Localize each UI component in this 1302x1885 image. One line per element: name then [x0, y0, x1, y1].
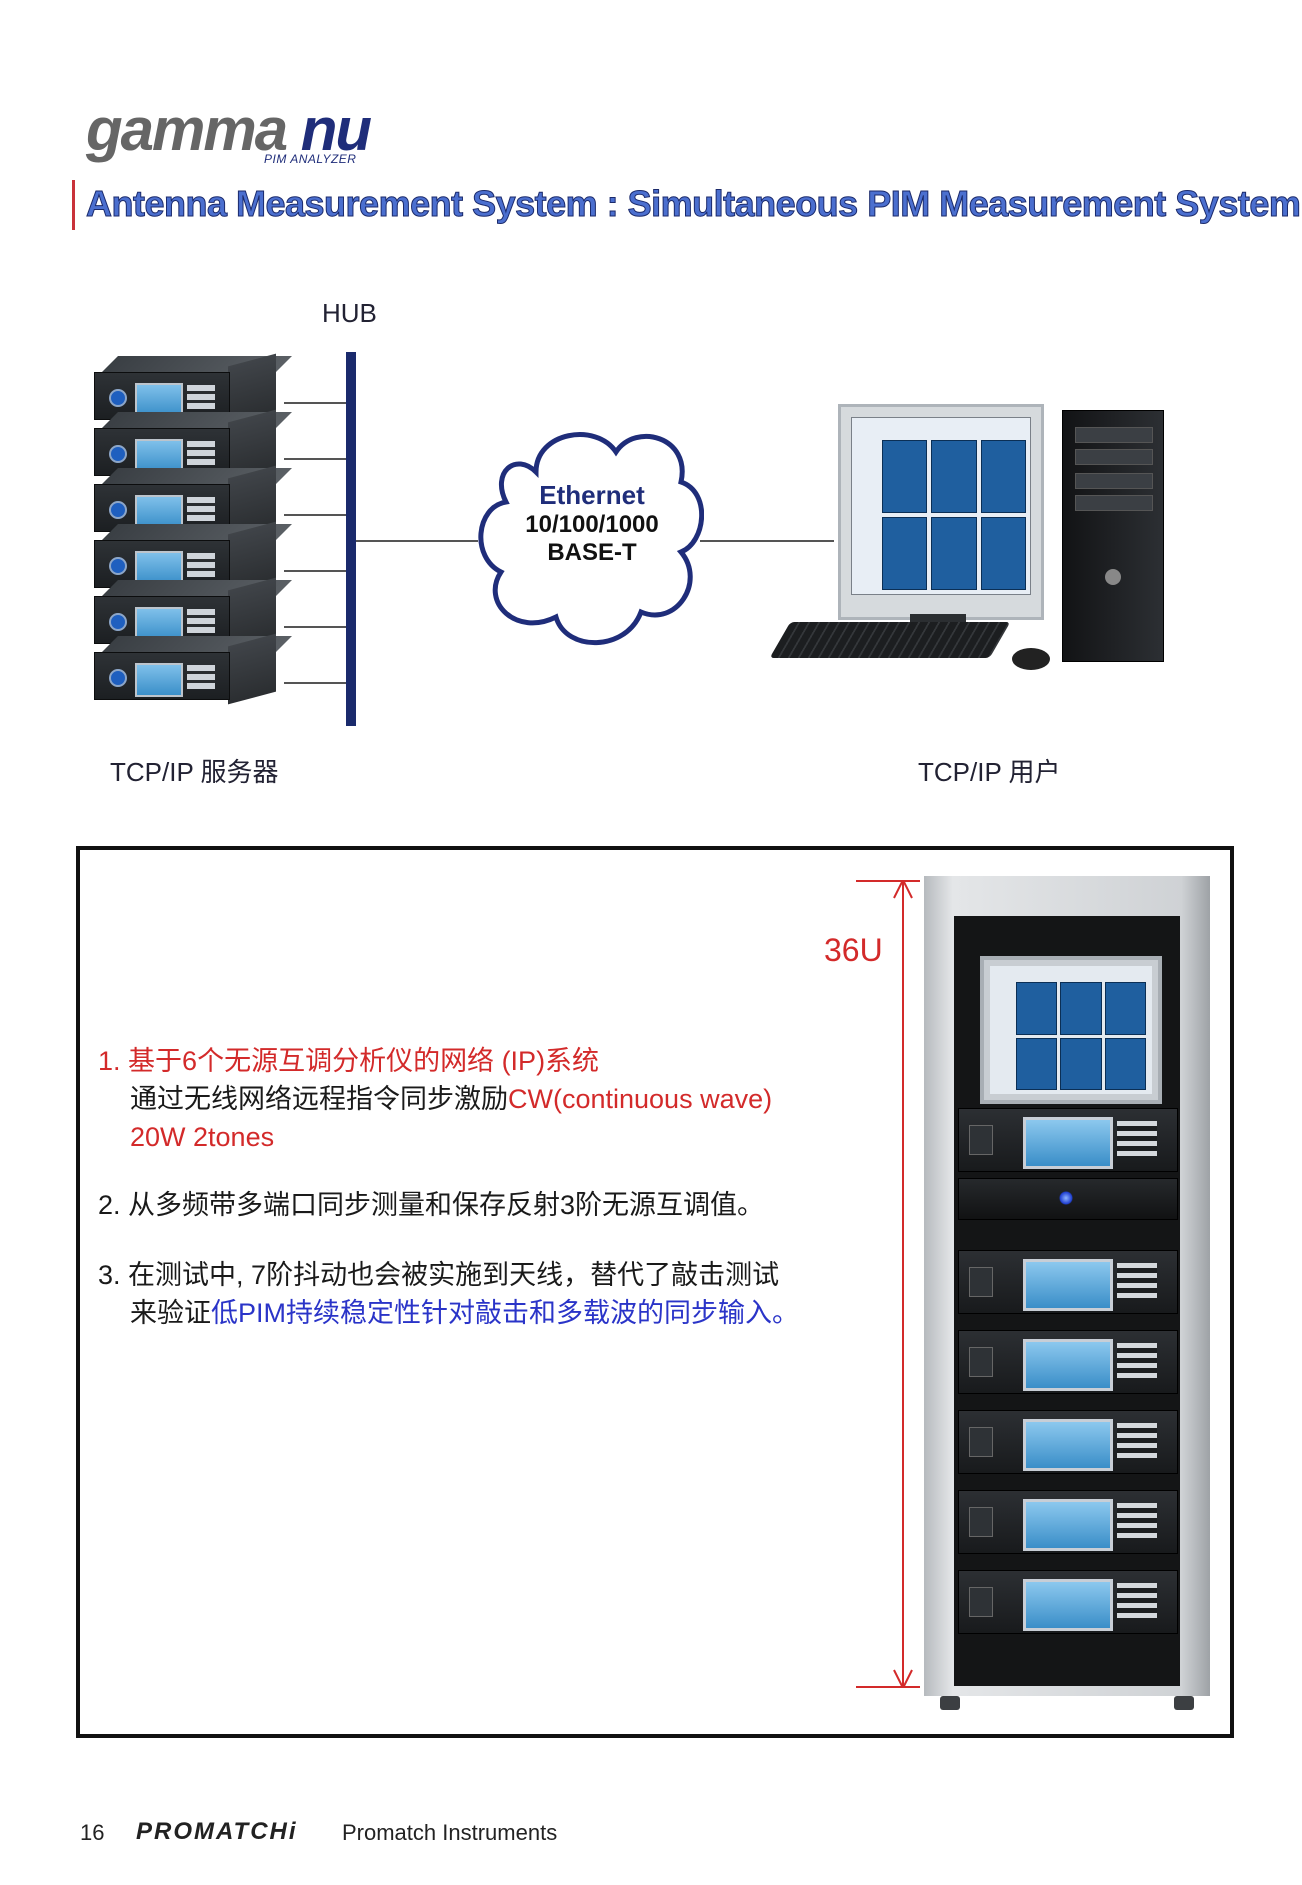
server-link — [284, 458, 346, 460]
mouse — [1012, 648, 1050, 670]
rack-height-marker — [856, 880, 920, 1688]
pc-workstation — [769, 400, 1180, 690]
rack-pim-unit — [958, 1490, 1178, 1554]
monitor — [838, 404, 1044, 620]
rack-pim-unit — [958, 1108, 1178, 1172]
cloud-line-1: Ethernet — [539, 480, 645, 510]
server-link — [284, 402, 346, 404]
equipment-rack — [924, 876, 1210, 1712]
server-link — [284, 682, 346, 684]
arrow-up-icon — [893, 880, 913, 899]
server-link — [284, 514, 346, 516]
server-link — [284, 570, 346, 572]
server-label: TCP/IP 服务器 — [110, 757, 279, 787]
company-name: Promatch Instruments — [342, 1820, 558, 1845]
hub-label: HUB — [322, 298, 377, 328]
ethernet-cloud-icon — [478, 432, 704, 646]
rack-server-unit — [958, 1178, 1178, 1220]
pc-tower — [1062, 410, 1164, 662]
logo-subtitle: PIM ANALYZER — [264, 152, 357, 166]
rack-units-label: 36U — [824, 932, 883, 968]
title-accent-bar — [72, 180, 75, 230]
rack-pim-unit — [958, 1250, 1178, 1314]
list-item: 3. 在测试中, 7阶抖动也会被实施到天线，替代了敲击测试 来验证低PIM持续稳… — [98, 1260, 800, 1328]
brand-logo-icon — [1105, 569, 1121, 585]
cloud-line-3: BASE-T — [547, 539, 637, 566]
rack-monitor — [980, 956, 1162, 1104]
hub-bus-line — [346, 352, 356, 726]
list-item: 1. 基于6个无源互调分析仪的网络 (IP)系统 通过无线网络远程指令同步激励C… — [98, 1046, 773, 1152]
rack-pim-unit — [958, 1330, 1178, 1394]
user-label: TCP/IP 用户 — [918, 757, 1061, 787]
server-link — [284, 626, 346, 628]
arrow-down-icon — [893, 1669, 913, 1688]
rack-pim-unit — [958, 1410, 1178, 1474]
rack-pim-unit — [958, 1570, 1178, 1634]
list-item: 2. 从多频带多端口同步测量和保存反射3阶无源互调值。 — [98, 1190, 765, 1220]
promatch-logo: PROMATCHi — [136, 1818, 298, 1845]
server-stack — [94, 353, 292, 728]
cloud-to-pc-link — [700, 540, 834, 542]
pim-analyzer-unit — [94, 633, 292, 705]
logo-wordmark: gamma nu — [86, 96, 372, 163]
page-title: Antenna Measurement System : Simultaneou… — [85, 183, 1301, 225]
gamma-nu-logo: gamma nu PIM ANALYZER — [86, 100, 386, 170]
power-led-icon — [1059, 1191, 1073, 1205]
cloud-line-2: 10/100/1000 — [525, 511, 659, 538]
cloud-text: Ethernet 10/100/1000 BASE-T — [512, 480, 672, 567]
hub-to-cloud-link — [356, 540, 478, 542]
keyboard — [769, 622, 1011, 658]
page-number: 16 — [80, 1820, 105, 1845]
monitor-screen — [851, 417, 1031, 595]
